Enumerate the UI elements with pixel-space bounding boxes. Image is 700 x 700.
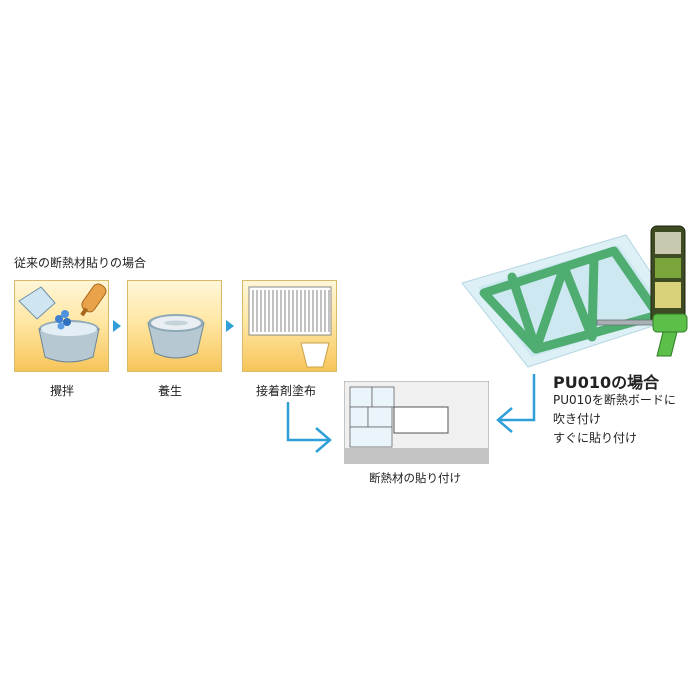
pu010-line-1: PU010を断熱ボードに (553, 393, 676, 407)
step-arrow-1 (113, 320, 121, 332)
heading: 従来の断熱材貼りの場合 (14, 256, 147, 270)
stirring-illustration (18, 283, 107, 363)
result-wall-illustration (343, 380, 490, 465)
pu010-line-3: すぐに貼り付け (553, 431, 638, 445)
result-caption: 断熱材の貼り付け (369, 471, 461, 485)
step-curing-panel (127, 280, 222, 372)
pu010-title: PU010の場合 (553, 373, 660, 392)
step-stirring-panel (14, 280, 109, 372)
step-adhesive-label: 接着剤塗布 (256, 384, 317, 398)
spray-gun-illustration (596, 225, 688, 357)
step-adhesive-panel (242, 280, 337, 372)
left-connector-arrow (286, 402, 332, 453)
curing-illustration (147, 314, 205, 359)
pu010-line-2: 吹き付け (553, 412, 602, 426)
step-stirring-label: 攪拌 (50, 384, 75, 398)
adhesive-illustration (248, 286, 332, 368)
step-curing-label: 養生 (158, 384, 183, 398)
right-connector-arrow (496, 374, 536, 433)
step-arrow-2 (226, 320, 234, 332)
